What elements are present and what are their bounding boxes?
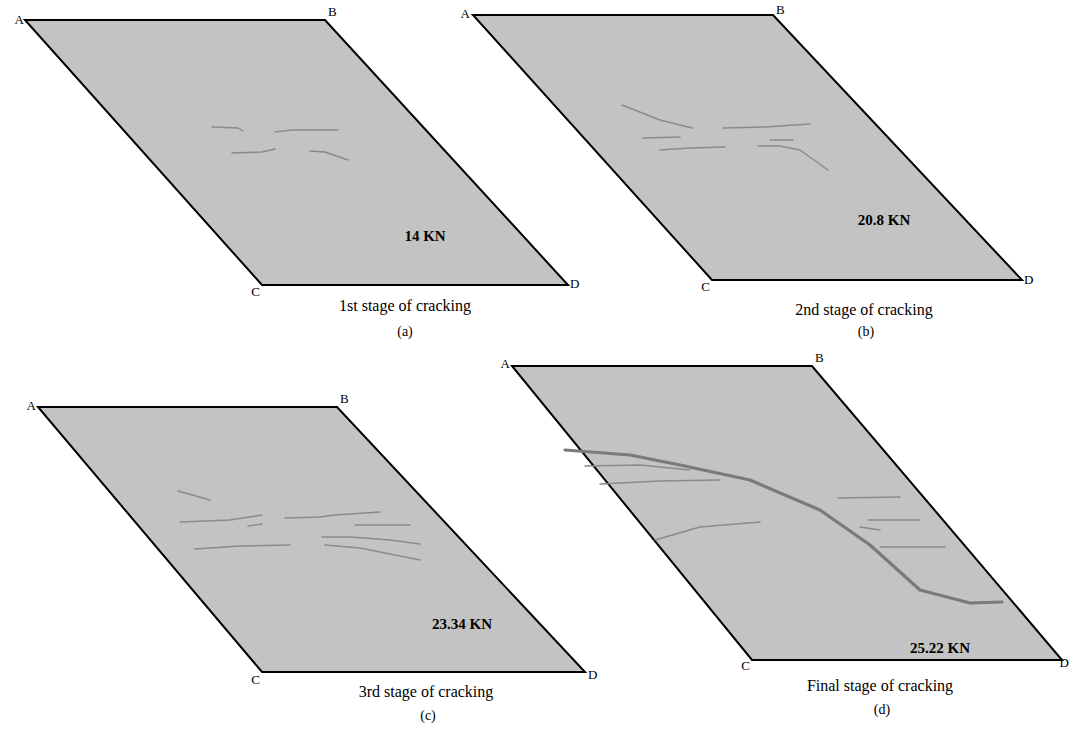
corner-label: A — [461, 6, 470, 22]
slab-shape — [38, 407, 585, 672]
slab-shape — [25, 20, 568, 285]
crack-line — [178, 491, 210, 500]
corner-label: D — [1060, 655, 1069, 671]
subfigure-label: (c) — [420, 708, 436, 724]
crack-line — [232, 149, 275, 153]
slab-panel: 23.34 KN — [38, 407, 585, 672]
subfigure-label: (b) — [858, 324, 874, 340]
load-holder: 14 KN — [404, 227, 445, 245]
stage-caption: 3rd stage of cracking — [359, 683, 494, 701]
corner-label: C — [741, 658, 750, 674]
crack-line — [248, 524, 262, 526]
corner-label: B — [815, 350, 824, 366]
load-value: 23.34 KN — [432, 616, 492, 632]
corner-label: C — [251, 284, 260, 300]
crack-line — [860, 527, 880, 530]
crack-line — [195, 545, 290, 549]
slab-shape — [473, 15, 1022, 280]
slab-outline — [473, 15, 1022, 280]
corner-label: C — [251, 672, 260, 688]
slab-panel: 25.22 KN — [512, 366, 1062, 660]
load-holder: 25.22 KN — [910, 639, 970, 657]
slab-panel: 14 KN — [25, 20, 568, 285]
crack-line — [180, 515, 262, 522]
crack-line — [310, 151, 348, 160]
corner-label: B — [340, 391, 349, 407]
crack-line — [723, 124, 810, 128]
slab-outline — [25, 20, 568, 285]
crack-line — [655, 522, 760, 540]
crack-line — [325, 545, 420, 560]
load-value: 14 KN — [404, 228, 445, 244]
crack-line — [770, 139, 793, 140]
crack-line — [880, 546, 945, 547]
slab-outline — [512, 366, 1062, 660]
corner-label: C — [701, 279, 710, 295]
subfigure-label: (d) — [874, 702, 890, 718]
crack-line — [868, 519, 920, 520]
corner-label: A — [27, 398, 36, 414]
slab-outline — [38, 407, 585, 672]
load-holder: 20.8 KN — [858, 211, 911, 229]
crack-line — [212, 127, 243, 131]
crack-line — [643, 137, 680, 138]
stage-caption: Final stage of cracking — [807, 677, 953, 695]
load-holder: 23.34 KN — [432, 615, 492, 633]
crack-line — [622, 105, 692, 128]
corner-label: D — [570, 276, 579, 292]
corner-label: D — [1024, 272, 1033, 288]
crack-line — [838, 497, 900, 498]
load-value: 20.8 KN — [858, 212, 911, 228]
crack-line — [758, 146, 828, 170]
crack-line — [600, 480, 720, 484]
crack-line — [322, 537, 420, 544]
slab-panel: 20.8 KN — [473, 15, 1022, 280]
stage-caption: 2nd stage of cracking — [795, 301, 932, 319]
corner-label: A — [15, 12, 24, 28]
load-value: 25.22 KN — [910, 640, 970, 656]
crack-line — [285, 512, 380, 518]
crack-line — [585, 465, 690, 470]
stage-caption: 1st stage of cracking — [339, 297, 471, 315]
corner-label: B — [328, 4, 337, 20]
crack-line — [660, 147, 725, 150]
crack-line — [565, 450, 1002, 603]
crack-line — [275, 130, 338, 132]
corner-label: B — [776, 2, 785, 18]
subfigure-label: (a) — [397, 324, 413, 340]
corner-label: D — [588, 667, 597, 683]
corner-label: A — [501, 356, 510, 372]
crack-line — [355, 524, 410, 525]
slab-shape — [512, 366, 1062, 660]
